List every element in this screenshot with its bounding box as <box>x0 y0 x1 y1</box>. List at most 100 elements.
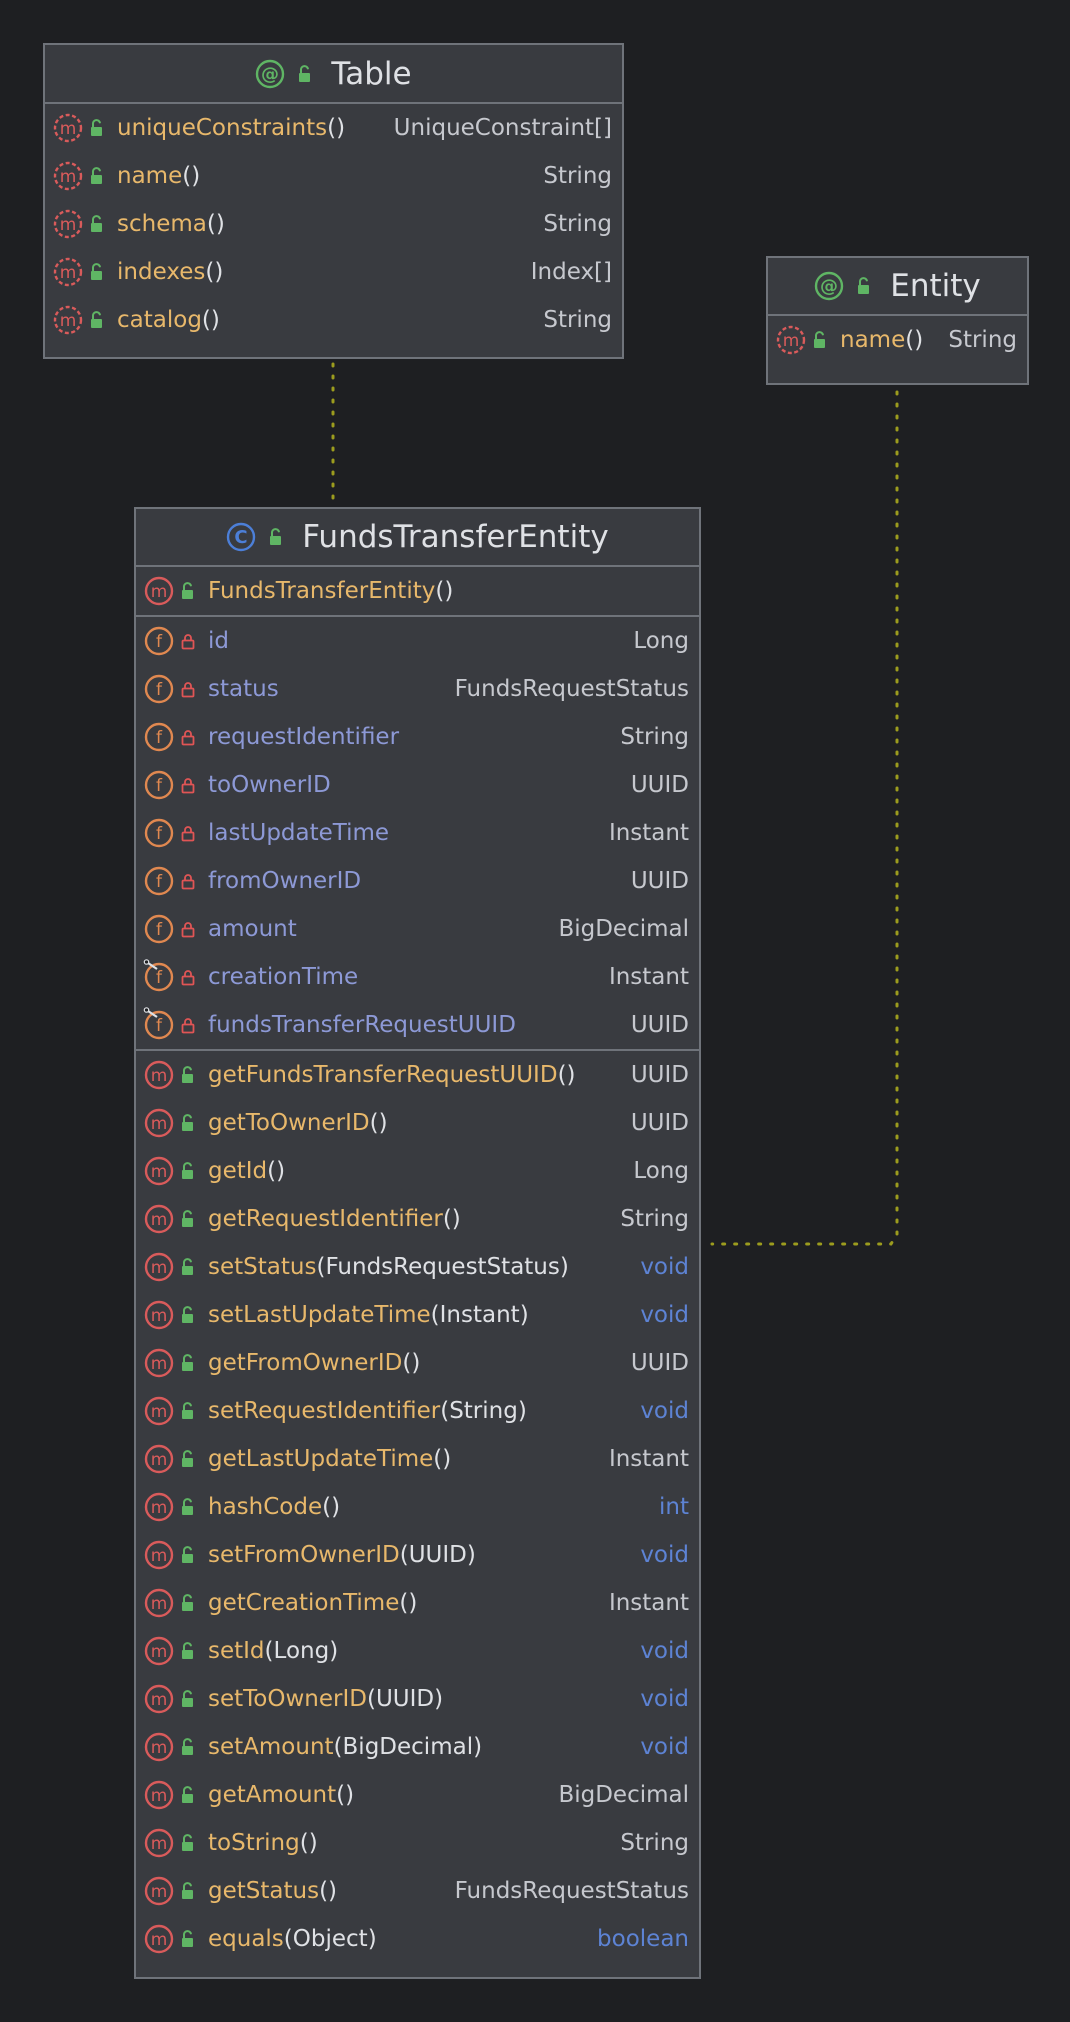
field-name: creationTime <box>208 964 359 990</box>
return-type: void <box>640 1686 689 1712</box>
return-type: void <box>640 1734 689 1760</box>
open-paren: ( <box>264 1638 274 1664</box>
locked-padlock-icon <box>181 730 195 746</box>
constructor-row[interactable]: m FundsTransferEntity() <box>136 567 699 615</box>
svg-text:@: @ <box>261 64 279 85</box>
unlocked-padlock-icon <box>182 1546 193 1563</box>
svg-text:f: f <box>156 632 163 652</box>
return-type: void <box>640 1302 689 1328</box>
pencil-icon <box>143 1007 158 1018</box>
close-paren: ) <box>914 327 924 353</box>
svg-text:m: m <box>151 1786 168 1806</box>
field-name: toOwnerID <box>208 772 331 798</box>
method-signature: getId() <box>208 1158 625 1184</box>
unlocked-padlock-icon <box>182 1306 193 1323</box>
svg-text:m: m <box>151 1690 168 1710</box>
method-icon: m <box>144 1732 174 1762</box>
close-paren: ) <box>451 1206 461 1232</box>
method-name: equals <box>208 1926 284 1952</box>
method-icon: m <box>144 1876 174 1906</box>
field-type: FundsRequestStatus <box>454 676 689 702</box>
open-paren: ( <box>316 1254 326 1280</box>
svg-text:m: m <box>60 215 77 235</box>
method-icon: m <box>144 1348 174 1378</box>
return-type: void <box>640 1398 689 1424</box>
funds-transfer-entity-class-card[interactable]: C FundsTransferEntity m FundsTransferEnt… <box>134 507 701 1979</box>
method-params: Object <box>292 1926 368 1952</box>
table-card-title: Table <box>331 55 412 92</box>
locked-padlock-icon <box>181 922 195 938</box>
unlocked-padlock-icon <box>182 1690 193 1707</box>
method-icon: m <box>144 1492 174 1522</box>
close-paren: ) <box>434 1686 444 1712</box>
method-params: UUID <box>375 1686 435 1712</box>
method-icon: m <box>144 1828 174 1858</box>
svg-text:m: m <box>151 1546 168 1566</box>
field-icon: f <box>144 626 174 656</box>
open-paren: ( <box>327 115 337 141</box>
unlocked-padlock-icon <box>182 582 193 599</box>
return-type: String <box>543 211 612 237</box>
method-name: name <box>117 163 183 189</box>
method-name: getToOwnerID <box>208 1110 370 1136</box>
return-type: String <box>620 1830 689 1856</box>
method-icon: m <box>144 1924 174 1954</box>
svg-text:m: m <box>151 1402 168 1422</box>
return-type: int <box>659 1494 689 1520</box>
close-paren: ) <box>276 1158 286 1184</box>
method-icon: m <box>144 1060 174 1090</box>
unlocked-padlock-icon <box>858 277 870 294</box>
close-paren: ) <box>367 1926 377 1952</box>
open-paren: ( <box>369 1110 379 1136</box>
constructor-name: FundsTransferEntity <box>208 578 436 604</box>
close-paren: ) <box>473 1734 483 1760</box>
unlocked-padlock-icon <box>182 1738 193 1755</box>
svg-text:m: m <box>151 1738 168 1758</box>
svg-text:m: m <box>151 1114 168 1134</box>
locked-padlock-icon <box>181 778 195 794</box>
close-paren: ) <box>308 1830 318 1856</box>
unlocked-padlock-icon <box>270 528 282 545</box>
close-paren: ) <box>328 1878 338 1904</box>
field-name: fromOwnerID <box>208 868 362 894</box>
open-paren: ( <box>201 307 211 333</box>
close-paren: ) <box>442 1446 452 1472</box>
method-name: toString <box>208 1830 300 1856</box>
